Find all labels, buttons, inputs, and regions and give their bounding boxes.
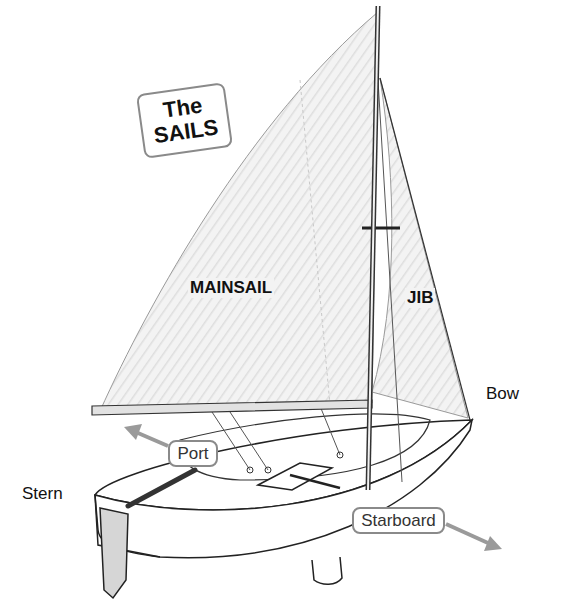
sail-label: MAINSAIL xyxy=(188,278,274,298)
direction-box: Port xyxy=(168,440,218,467)
forestay xyxy=(380,78,470,420)
port-arrowhead xyxy=(124,424,142,440)
mast xyxy=(368,6,378,490)
jib-sail xyxy=(372,78,468,418)
box-text: The SAILS xyxy=(149,92,220,149)
port-arrow xyxy=(138,433,168,446)
hull xyxy=(95,420,472,558)
box-text: Starboard xyxy=(361,512,436,531)
title-box: The SAILS xyxy=(136,82,233,159)
sail-label: JIB xyxy=(405,288,435,308)
shroud xyxy=(378,80,402,482)
part-label: Bow xyxy=(484,384,521,404)
centerboard xyxy=(312,557,342,584)
rudder xyxy=(100,508,128,598)
direction-box: Starboard xyxy=(352,507,445,534)
boom xyxy=(92,400,372,415)
mainsail xyxy=(100,12,378,411)
spreader xyxy=(362,227,400,230)
starboard-arrowhead xyxy=(484,536,502,551)
tiller xyxy=(128,470,195,506)
part-label: Stern xyxy=(20,484,65,504)
starboard-arrow xyxy=(446,524,488,543)
box-text: Port xyxy=(177,445,208,464)
